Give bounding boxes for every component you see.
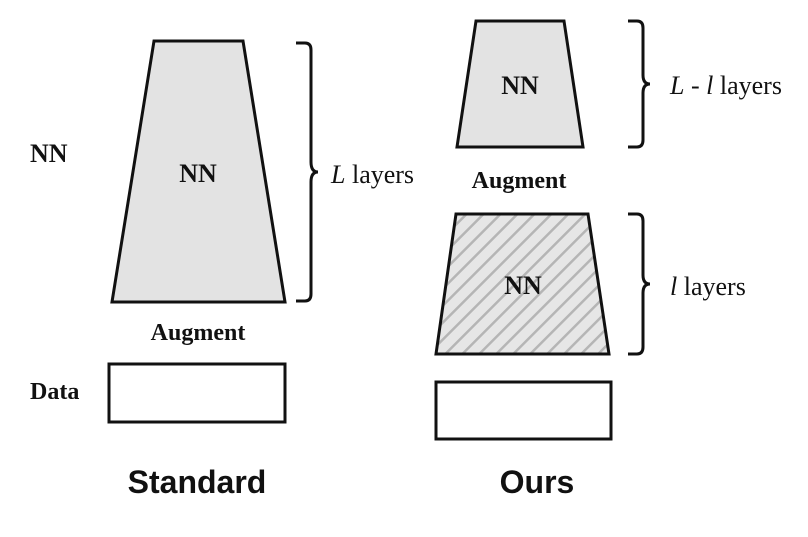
ours-bottom-brace-label: l layers (670, 272, 746, 301)
standard-augment-label: Augment (151, 320, 246, 346)
ours-bottom-nn-block (434, 212, 611, 356)
standard-brace (296, 41, 319, 303)
ours-top-brace (628, 19, 651, 149)
standard-data-box (107, 362, 287, 424)
data-label: Data (30, 379, 79, 405)
ours-augment-label: Augment (472, 168, 567, 194)
standard-brace-label: L layers (330, 160, 414, 189)
ours-data-box (434, 380, 613, 441)
ours-top-nn-block (455, 19, 585, 149)
side-label-nn: NN (30, 139, 68, 168)
standard-caption: Standard (128, 464, 267, 500)
ours-bottom-nn-label: NN (504, 271, 542, 300)
ours-bottom-brace (628, 212, 651, 356)
standard-nn-label: NN (179, 159, 217, 188)
ours-top-brace-label: L - l layers (669, 71, 782, 100)
ours-top-nn-label: NN (501, 71, 539, 100)
ours-caption: Ours (500, 464, 575, 500)
standard-nn-block (110, 39, 287, 304)
